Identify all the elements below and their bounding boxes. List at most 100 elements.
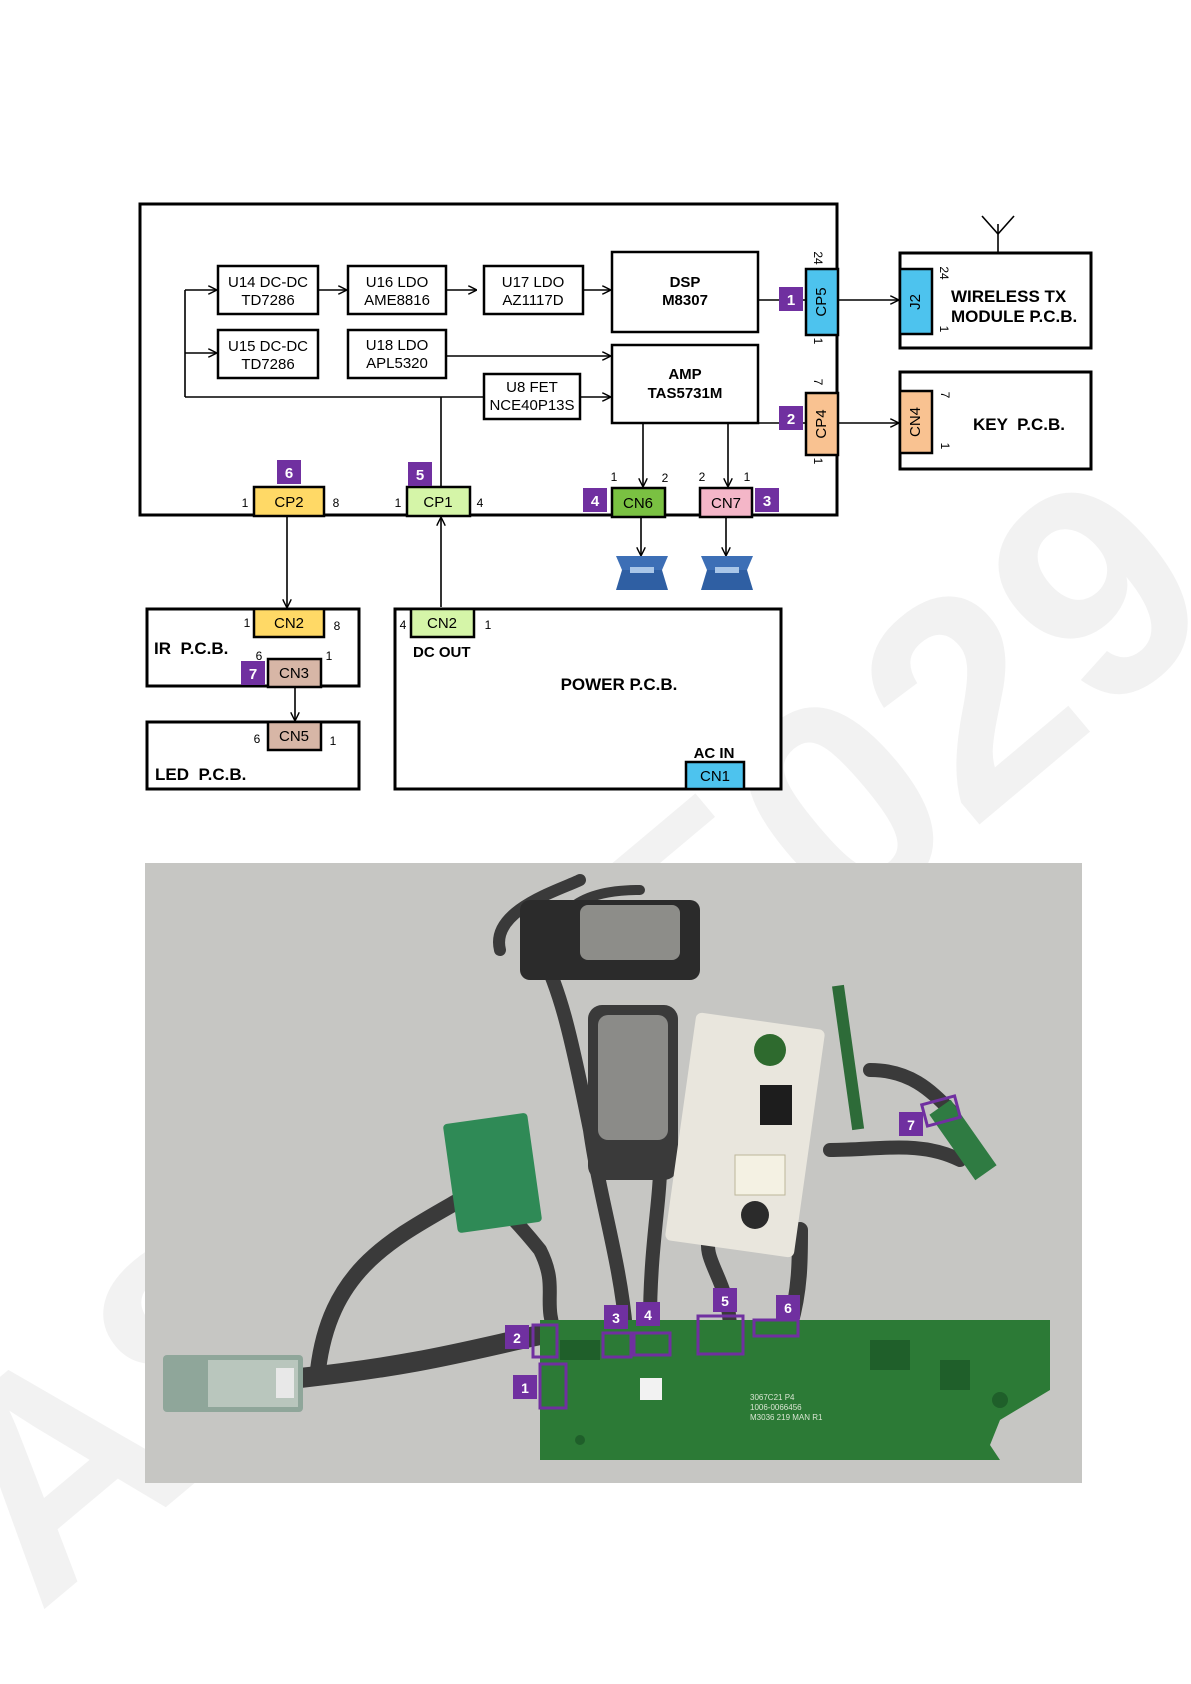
- cp4-pin-bottom: 1: [811, 458, 825, 465]
- photo-board-marking-2: 1006-0066456: [750, 1403, 802, 1412]
- dsp-line2: M8307: [662, 292, 708, 309]
- u15-dc-dc-block: U15 DC-DC TD7286: [216, 328, 320, 380]
- power-cn2-pin-right: 1: [485, 618, 492, 632]
- power-board-outline: [393, 607, 783, 791]
- badge-cp5-text: 1: [787, 292, 795, 309]
- led-cn5-pin-left: 6: [254, 732, 261, 746]
- j2-pin-bottom: 1: [937, 326, 951, 333]
- photo-badge-4-text: 4: [644, 1307, 652, 1323]
- cp2-pin-left: 1: [242, 496, 249, 510]
- badge-cn6-text: 4: [591, 493, 600, 510]
- photo-badge-2-text: 2: [513, 1330, 521, 1346]
- amp-line1: AMP: [668, 366, 701, 383]
- product-photo: 3067C21 P4 1006-0066456 M3036 219 MAN R1…: [145, 863, 1082, 1483]
- ir-cn3-label: CN3: [279, 665, 309, 682]
- amp-line2: TAS5731M: [648, 385, 723, 402]
- badge-ir-cn3-text: 7: [249, 666, 257, 683]
- connector-j2: J2 24 1: [898, 266, 951, 336]
- cn6-label: CN6: [623, 495, 653, 512]
- photo-badge-5: 5: [713, 1288, 737, 1312]
- cn4-pin-top: 7: [938, 392, 952, 399]
- cn6-pin-right: 2: [662, 471, 669, 485]
- connector-power-cn1: CN1: [684, 760, 746, 791]
- badge-cp5: 1: [779, 287, 803, 311]
- connector-cp5: CP5 24 1: [804, 251, 840, 345]
- u16-line2: AME8816: [364, 292, 430, 309]
- connector-ir-cn3: CN3 6 1: [256, 649, 333, 689]
- antenna-icon: [981, 215, 1015, 253]
- photo-badge-3-text: 3: [612, 1310, 620, 1326]
- led-board-title: LED P.C.B.: [155, 765, 246, 784]
- cp2-pin-right: 8: [333, 496, 340, 510]
- connector-led-cn5: CN5 6 1: [254, 720, 337, 752]
- cp1-pin-left: 1: [395, 496, 402, 510]
- power-board-title: POWER P.C.B.: [561, 675, 678, 694]
- photo-board-marking-1: 3067C21 P4: [750, 1393, 795, 1402]
- u14-line1: U14 DC-DC: [228, 274, 308, 291]
- wireless-board-title-2: MODULE P.C.B.: [951, 307, 1077, 326]
- cp5-pin-top: 24: [811, 251, 825, 265]
- j2-pin-top: 24: [937, 266, 951, 280]
- led-cn5-label: CN5: [279, 728, 309, 745]
- power-rail-lines: [184, 290, 898, 720]
- ir-cn3-pin-left: 6: [256, 649, 263, 663]
- connector-ir-cn2: CN2 1 8: [244, 607, 341, 639]
- badge-cp1: 5: [408, 462, 432, 486]
- cn7-label: CN7: [711, 495, 741, 512]
- badge-cp1-text: 5: [416, 467, 424, 484]
- badge-cn7-text: 3: [763, 493, 771, 510]
- led-board-outline: [145, 720, 361, 791]
- u15-line1: U15 DC-DC: [228, 338, 308, 355]
- photo-badge-3: 3: [604, 1305, 628, 1329]
- u8-line1: U8 FET: [506, 379, 558, 396]
- u18-line1: U18 LDO: [366, 337, 429, 354]
- u16-line1: U16 LDO: [366, 274, 429, 291]
- photo-badge-2: 2: [505, 1325, 529, 1349]
- photo-power-board: [665, 1012, 825, 1258]
- power-cn2-label: CN2: [427, 615, 457, 632]
- cn4-label: CN4: [907, 407, 924, 437]
- photo-badge-1-text: 1: [521, 1380, 529, 1396]
- photo-ir-board: [443, 1113, 542, 1233]
- u14-line2: TD7286: [241, 292, 294, 309]
- u14-dc-dc-block: U14 DC-DC TD7286: [216, 264, 320, 316]
- u17-line1: U17 LDO: [502, 274, 565, 291]
- cn7-pin-left: 2: [699, 470, 706, 484]
- key-board-title: KEY P.C.B.: [973, 415, 1065, 434]
- u15-line2: TD7286: [241, 356, 294, 373]
- power-cn2-pin-left: 4: [400, 618, 407, 632]
- u8-fet-block: U8 FET NCE40P13S: [482, 372, 582, 421]
- cn7-pin-right: 1: [744, 470, 751, 484]
- badge-cn7: 3: [755, 488, 779, 512]
- u17-ldo-block: U17 LDO AZ1117D: [482, 264, 585, 316]
- photo-main-board: [540, 1320, 1050, 1460]
- connector-cp2: CP2 1 8: [242, 485, 340, 518]
- photo-badge-1: 1: [513, 1375, 537, 1399]
- main-board-outline: [138, 202, 839, 517]
- photo-badge-7: 7: [899, 1112, 923, 1136]
- speaker-icon-right: [701, 556, 753, 590]
- u18-line2: APL5320: [366, 355, 428, 372]
- cp1-pin-right: 4: [477, 496, 484, 510]
- photo-main-board-details: [560, 1340, 1008, 1445]
- badge-cp2-text: 6: [285, 465, 293, 482]
- amp-block: AMP TAS5731M: [610, 343, 760, 425]
- led-cn5-pin-right: 1: [330, 734, 337, 748]
- connector-cn4: CN4 7 1: [898, 389, 952, 455]
- connector-cn7: CN7 2 1: [699, 470, 754, 519]
- photo-connector-highlights: [531, 1094, 963, 1410]
- badge-cn6: 4: [583, 488, 607, 512]
- cp2-label: CP2: [274, 494, 303, 511]
- u8-line2: NCE40P13S: [489, 397, 574, 414]
- u16-ldo-block: U16 LDO AME8816: [346, 264, 448, 316]
- photo-key-board: [832, 984, 865, 1131]
- ir-cn2-label: CN2: [274, 615, 304, 632]
- dc-out-label: DC OUT: [413, 644, 471, 661]
- connector-cp4: CP4 7 1: [804, 379, 840, 465]
- cn6-pin-left: 1: [611, 470, 618, 484]
- connector-power-cn2: CN2 4 1: [400, 607, 492, 639]
- dsp-line1: DSP: [670, 274, 701, 291]
- photo-badge-4: 4: [636, 1302, 660, 1326]
- ir-board-title: IR P.C.B.: [154, 639, 228, 658]
- connector-cp1: CP1 1 4: [395, 485, 484, 518]
